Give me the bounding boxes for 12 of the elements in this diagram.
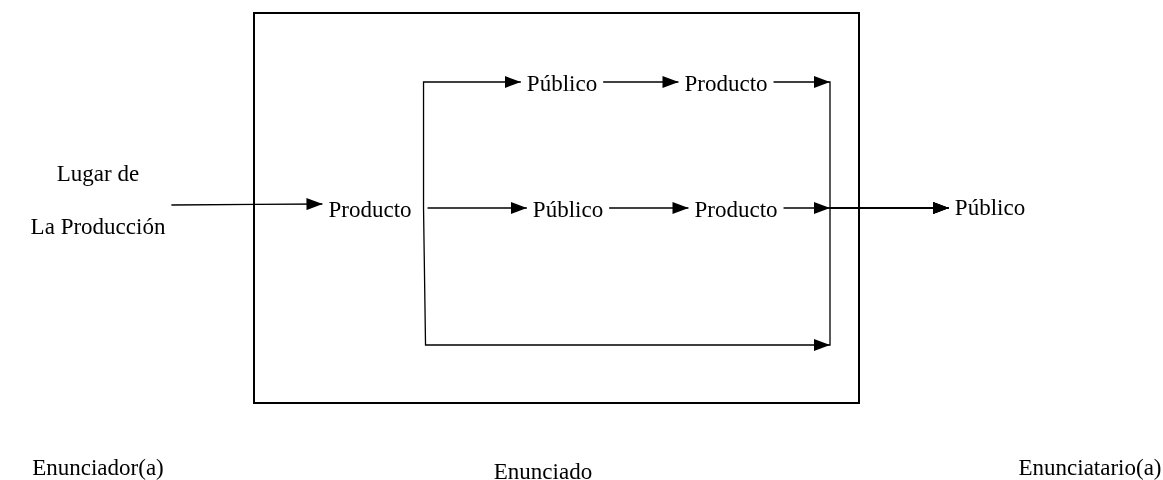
role-label: Enunciador(a) — [32, 455, 164, 480]
node-label: Producto — [328, 197, 412, 223]
node-label: La Producción — [30, 213, 166, 241]
role-label: Enunciatario(a) — [1018, 455, 1162, 480]
node-label: Público — [532, 197, 604, 223]
frame-box — [253, 12, 860, 404]
node-label: Producto — [694, 197, 778, 223]
role-label: Enunciado — [493, 459, 593, 480]
node-label: Público — [526, 71, 598, 97]
node-label: Público — [954, 195, 1026, 221]
node-label: Lugar de — [55, 160, 141, 188]
node-label: Producto — [684, 71, 768, 97]
